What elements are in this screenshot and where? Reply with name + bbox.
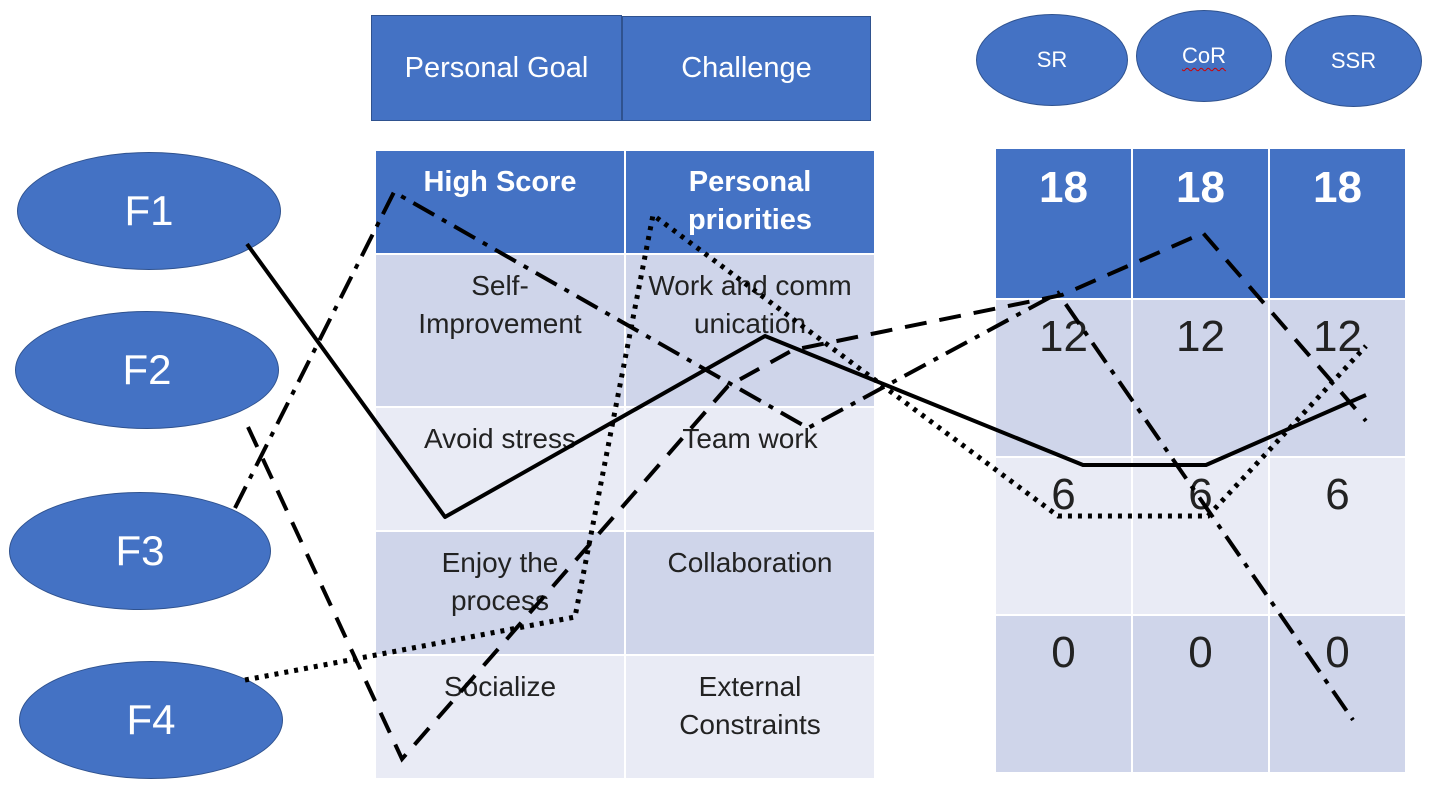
cor-label: CoR [1181,43,1226,68]
f1-label: F1 [124,187,174,234]
score-cell: 0 [995,615,1132,773]
score-cell: 12 [995,299,1132,457]
score-cell: 18 [1132,148,1269,299]
f3-label: F3 [115,527,165,574]
score-cell: 0 [1269,615,1406,773]
score-cell: 6 [995,457,1132,615]
table-cell: Self-Improvement [375,254,625,407]
f2-ellipse: F2 [15,311,279,429]
score-cell: 18 [1269,148,1406,299]
table-cell: Avoid stress [375,407,625,531]
sr-label: SR [1036,47,1068,72]
score-cell: 12 [1132,299,1269,457]
f3-ellipse: F3 [9,492,271,610]
challenge-label: Challenge [681,52,812,84]
table-header-high-score: High Score [375,150,625,254]
sr-ellipse: SR [976,14,1128,106]
personal-goal-header: Personal Goal [371,15,622,121]
table-cell: Socialize [375,655,625,779]
table-cell: External Constraints [625,655,875,779]
ssr-label: SSR [1330,48,1377,73]
score-cell: 6 [1132,457,1269,615]
table-cell: Work and communication [625,254,875,407]
f4-ellipse: F4 [19,661,283,779]
table-cell: Enjoy the process [375,531,625,655]
table-header-personal-priorities: Personal priorities [625,150,875,254]
table-cell: Team work [625,407,875,531]
score-cell: 18 [995,148,1132,299]
f1-ellipse: F1 [17,152,281,270]
table-cell: Collaboration [625,531,875,655]
f2-label: F2 [122,346,172,393]
ssr-ellipse: SSR [1285,15,1422,107]
score-cell: 12 [1269,299,1406,457]
score-cell: 0 [1132,615,1269,773]
personal-goal-label: Personal Goal [404,51,589,84]
score-cell: 6 [1269,457,1406,615]
f4-label: F4 [126,696,176,743]
cor-ellipse: CoR [1136,10,1272,102]
challenge-header: Challenge [622,16,871,121]
